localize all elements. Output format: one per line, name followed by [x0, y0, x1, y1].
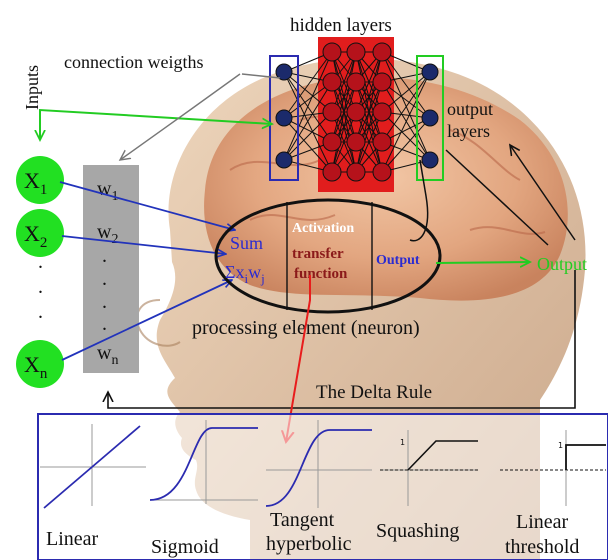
svg-text:.: . [102, 245, 107, 267]
svg-text:.: . [102, 268, 107, 290]
network-hidden-node [323, 43, 341, 61]
network-input-node [276, 152, 292, 168]
svg-text:.: . [102, 291, 107, 313]
network-hidden-node [347, 163, 365, 181]
sum-label: Sum [230, 233, 263, 253]
connection-weights-label: connection weigths [64, 52, 203, 72]
inputs-label: Inputs [22, 65, 42, 110]
output-arrow [436, 262, 530, 263]
svg-text:1: 1 [558, 441, 563, 450]
output-label: Output [537, 254, 587, 274]
network-hidden-node [347, 73, 365, 91]
svg-text:.: . [38, 301, 43, 323]
network-hidden-node [347, 43, 365, 61]
svg-text:1: 1 [400, 438, 405, 447]
label-linear: Linear [46, 528, 99, 550]
label-linear-threshold-2: threshold [505, 536, 579, 558]
network-output-node [422, 152, 438, 168]
function-label: function [294, 266, 348, 282]
delta-rule-label: The Delta Rule [316, 382, 432, 403]
hidden-layers-label: hidden layers [290, 15, 392, 36]
network-input-node [276, 110, 292, 126]
network-hidden-node [347, 133, 365, 151]
network-hidden-node [373, 103, 391, 121]
label-squashing: Squashing [376, 520, 459, 542]
network-hidden-node [323, 103, 341, 121]
network-hidden-node [323, 133, 341, 151]
label-tangent: Tangent [270, 509, 335, 531]
neuron-output-label: Output [376, 253, 420, 268]
svg-text:.: . [102, 313, 107, 335]
network-hidden-node [373, 73, 391, 91]
svg-text:.: . [38, 251, 43, 273]
network-hidden-node [373, 43, 391, 61]
network-hidden-node [373, 133, 391, 151]
output-layers-label-2: layers [447, 121, 490, 141]
transfer-label: transfer [292, 246, 344, 262]
label-linear-threshold-1: Linear [516, 511, 569, 533]
label-sigmoid: Sigmoid [151, 536, 219, 558]
network-hidden-node [373, 163, 391, 181]
output-layers-label-1: output [447, 99, 493, 119]
input-dots: ... [38, 251, 43, 323]
activation-label: Activation [292, 221, 354, 236]
network-hidden-node [323, 163, 341, 181]
network-output-node [422, 64, 438, 80]
svg-text:.: . [38, 276, 43, 298]
network-hidden-node [323, 73, 341, 91]
network-hidden-node [347, 103, 365, 121]
label-hyperbolic: hyperbolic [266, 533, 352, 555]
network-output-node [422, 110, 438, 126]
